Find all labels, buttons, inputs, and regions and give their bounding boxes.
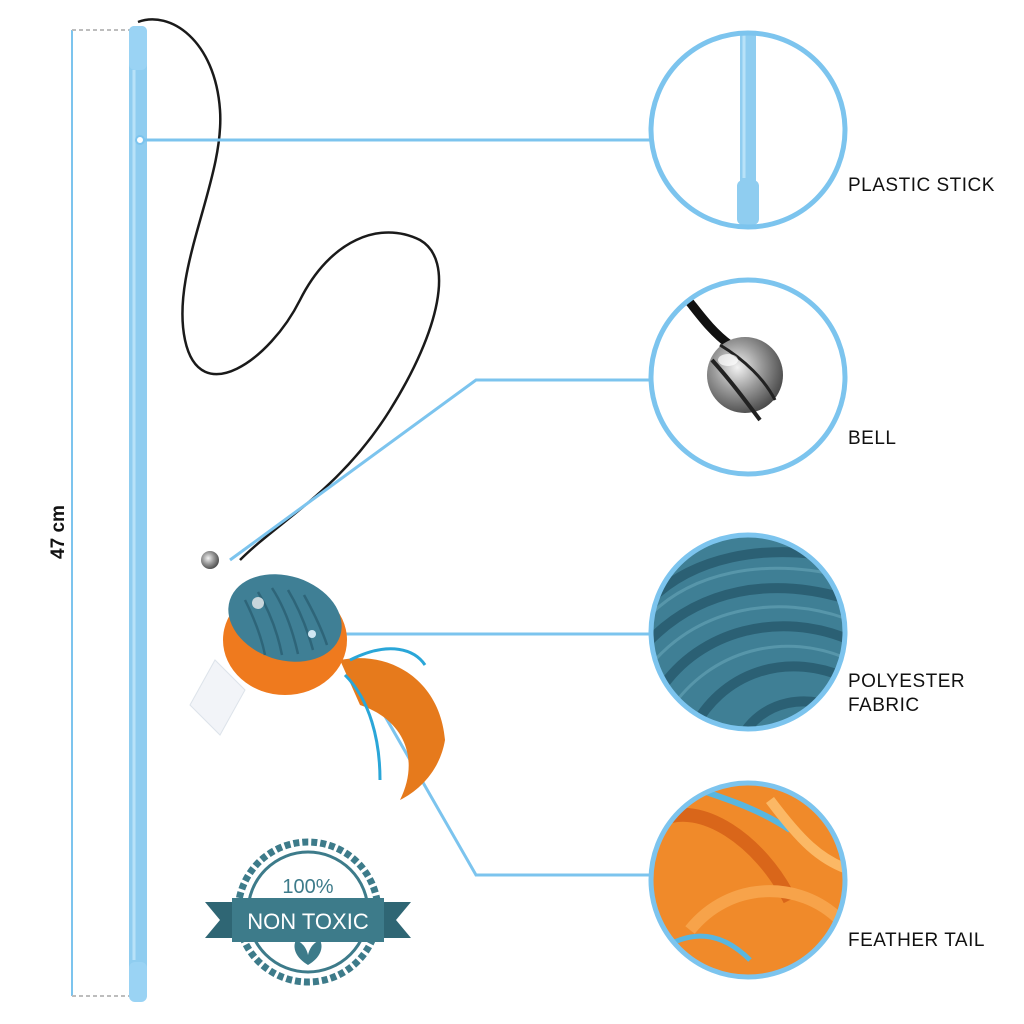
fish-toy bbox=[189, 551, 445, 800]
callout-label-plastic-stick: PLASTIC STICK bbox=[848, 175, 995, 196]
callout-label-fabric: FABRIC bbox=[848, 695, 920, 716]
bell-icon bbox=[648, 277, 848, 477]
leaf-icon bbox=[294, 940, 322, 965]
non-toxic-badge: 100% NON TOXIC bbox=[205, 838, 411, 986]
badge-percent: 100% bbox=[282, 876, 333, 898]
feather-tail-icon bbox=[648, 780, 848, 980]
string-cord bbox=[137, 18, 441, 561]
callout-label-bell: BELL bbox=[848, 428, 897, 449]
length-dimension-label: 47 cm bbox=[48, 505, 69, 559]
callout-label-feather-tail: FEATHER TAIL bbox=[848, 930, 985, 951]
callout-label-polyester: POLYESTER bbox=[848, 671, 966, 692]
callout-lines bbox=[140, 138, 650, 877]
badge-ribbon-text: NON TOXIC bbox=[247, 909, 369, 934]
plastic-stick bbox=[129, 26, 147, 1002]
dimension-marker bbox=[71, 29, 132, 997]
plastic-stick-icon bbox=[648, 30, 848, 230]
polyester-fabric-icon bbox=[648, 532, 848, 732]
